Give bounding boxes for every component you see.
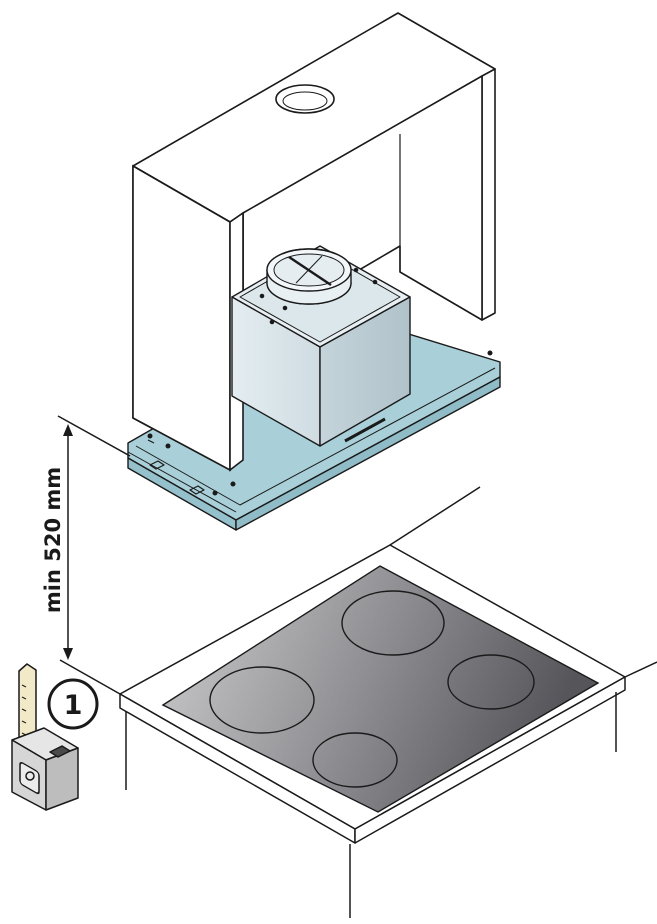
- step-number-badge: 1: [47, 678, 99, 730]
- motor-plate-hole: [282, 305, 288, 311]
- step-badge-circle: [47, 678, 99, 730]
- tape-lock-button: [49, 745, 71, 758]
- countertop-side-face: [354, 676, 626, 844]
- tape-tick: [21, 720, 27, 724]
- tape-tip: [18, 663, 37, 672]
- hood-screw: [165, 443, 171, 449]
- motor-plate-hole: [259, 293, 265, 299]
- dimension-label: min 520 mm: [41, 467, 65, 613]
- dimension-arrow-top: [63, 424, 73, 436]
- step-badge-number: 1: [64, 690, 83, 721]
- cabinet-left-overlap: [132, 164, 244, 472]
- tape-tick: [21, 696, 27, 700]
- counter-back-right-line: [389, 486, 481, 546]
- tape-tick: [21, 708, 27, 712]
- hood-screw: [487, 350, 493, 356]
- motor-plate-hole: [353, 267, 359, 273]
- hood-screw: [212, 490, 218, 496]
- motor-box: [231, 245, 411, 447]
- hood-tray-rail: [127, 451, 237, 513]
- tape-face-emblem: [19, 761, 40, 795]
- counter-back-line: [59, 659, 121, 695]
- hood-screw: [230, 481, 236, 487]
- motor-box-side: [319, 296, 411, 447]
- counter-right-edge-line: [624, 661, 657, 678]
- dimension-guide-top: [57, 415, 131, 457]
- motor-damper-flap: [288, 255, 332, 287]
- tape-face-circle: [25, 771, 35, 781]
- tape-measure-icon: [11, 663, 79, 811]
- motor-plate-hole: [372, 279, 378, 285]
- cabinet-right-side: [481, 68, 496, 321]
- cooktop: [161, 565, 600, 813]
- hood-bracket: [147, 439, 205, 495]
- hood-screw: [147, 433, 153, 439]
- tape-tick: [21, 684, 27, 688]
- burner-left: [209, 666, 315, 734]
- motor-plate-hole: [269, 319, 275, 325]
- burner-right: [447, 654, 535, 710]
- dimension-arrow-bottom: [63, 648, 73, 660]
- cabinet-vent-hole-inner: [282, 91, 328, 111]
- hood-tray-right-lip: [235, 376, 501, 531]
- hood-tray-inner-edge: [135, 367, 496, 506]
- hood-filter-slot: [344, 417, 386, 443]
- burner-back: [341, 590, 445, 656]
- cooktop-surface: [161, 565, 600, 813]
- height-dimension: [57, 415, 131, 660]
- burner-front: [312, 732, 398, 788]
- motor-damper-axis: [295, 255, 323, 284]
